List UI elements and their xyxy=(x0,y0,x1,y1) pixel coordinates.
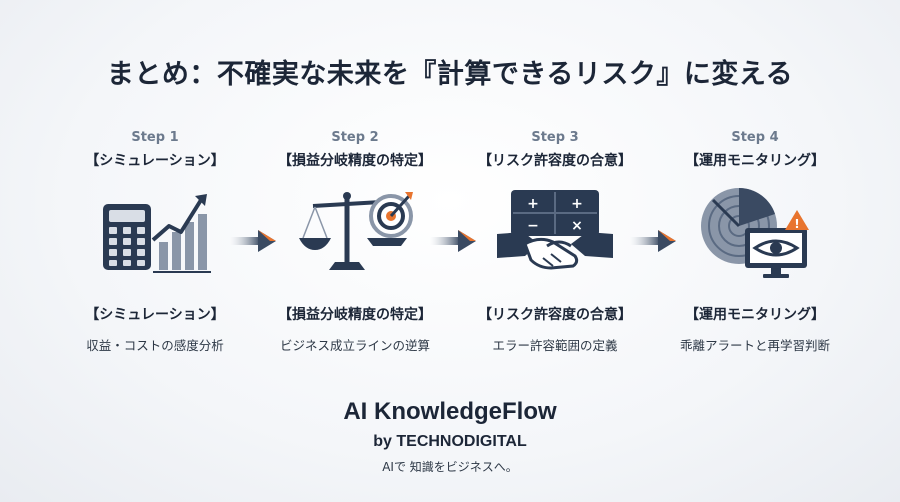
svg-text:−: − xyxy=(527,218,539,234)
page-title: まとめ：不確実な未来を『計算できるリスク』に変える xyxy=(106,59,794,90)
step-label: 【損益分岐精度の特定】 xyxy=(278,307,432,323)
step-2: Step 2 【損益分岐精度の特定】 【損益分岐精度の特定】 ビジネス成立ライン… xyxy=(250,128,460,356)
step-3: Step 3 【リスク許容度の合意】 + + − × 【リスク許容度の合意】 エ… xyxy=(450,128,660,356)
arrow-right-icon xyxy=(430,230,476,252)
step-heading: 【シミュレーション】 xyxy=(85,153,225,169)
step-label: 【運用モニタリング】 xyxy=(685,307,825,323)
arrow-right-icon xyxy=(230,230,276,252)
step-description: エラー許容範囲の定義 xyxy=(492,338,618,353)
step-label: 【シミュレーション】 xyxy=(85,307,225,323)
step-description: ビジネス成立ラインの逆算 xyxy=(279,338,430,353)
brand-byline: by TECHNODIGITAL xyxy=(373,433,527,450)
svg-text:!: ! xyxy=(794,217,799,231)
calculator-chart-icon xyxy=(103,194,211,273)
brand-block: AI KnowledgeFlow by TECHNODIGITAL AIで 知識… xyxy=(0,396,900,478)
step-heading: 【運用モニタリング】 xyxy=(685,153,825,169)
step-1: Step 1 【シミュレーション】 【シミュレーション】 収益・コストの感度分析 xyxy=(50,128,260,356)
handshake-icon: + + − × xyxy=(497,190,613,270)
step-number: Step 4 xyxy=(731,130,779,145)
step-label: 【リスク許容度の合意】 xyxy=(478,307,632,323)
arrow-right-icon xyxy=(630,230,676,252)
scale-target-icon xyxy=(299,192,413,270)
svg-text:×: × xyxy=(571,218,583,234)
step-heading: 【リスク許容度の合意】 xyxy=(478,153,632,169)
svg-text:+: + xyxy=(527,196,539,212)
brand-tagline: AIで 知識をビジネスへ。 xyxy=(382,460,518,474)
step-number: Step 2 xyxy=(331,130,379,145)
radar-monitor-icon: ! xyxy=(701,188,809,278)
step-description: 収益・コストの感度分析 xyxy=(86,338,224,353)
step-description: 乖離アラートと再学習判断 xyxy=(679,338,830,353)
step-heading: 【損益分岐精度の特定】 xyxy=(278,153,432,169)
svg-text:+: + xyxy=(571,196,583,212)
step-number: Step 1 xyxy=(131,130,179,145)
process-steps: Step 1 【シミュレーション】 【シミュレーション】 収益・コストの感度分析 xyxy=(0,128,900,358)
brand-name: AI KnowledgeFlow xyxy=(343,398,557,425)
step-number: Step 3 xyxy=(531,130,579,145)
step-4: Step 4 【運用モニタリング】 ! 【運用モニタリング】 乖離アラートと再学… xyxy=(650,128,860,356)
